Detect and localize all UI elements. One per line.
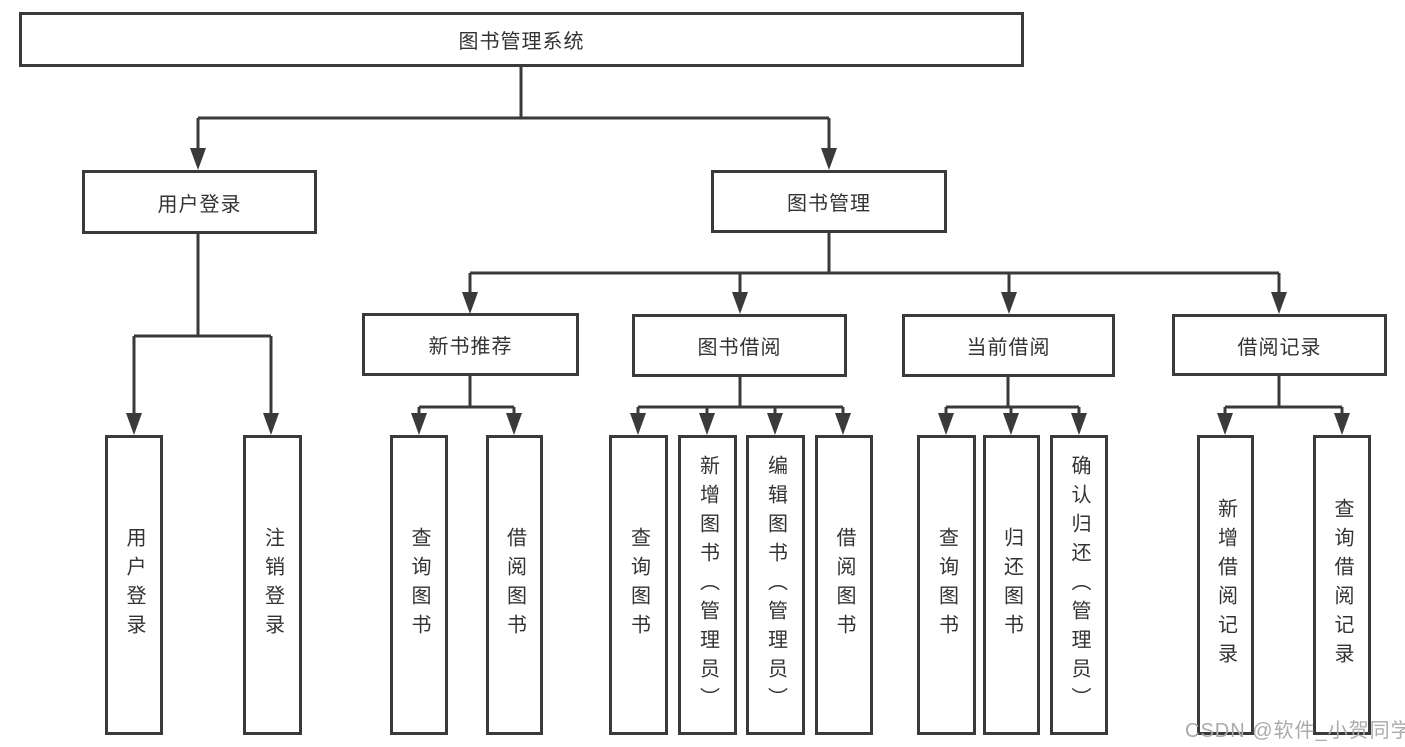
leaf-return-books: 归还图书 — [983, 435, 1040, 735]
leaf-confirm-return-admin-label: 确认归还（管理员） — [1068, 454, 1090, 716]
leaf-borrow-books-2-label: 借阅图书 — [833, 527, 855, 643]
leaf-edit-books-admin-label: 编辑图书（管理员） — [764, 454, 787, 716]
leaf-add-borrow-record-label: 新增借阅记录 — [1214, 498, 1237, 672]
leaf-borrow-books-2: 借阅图书 — [815, 435, 873, 735]
node-book-borrow: 图书借阅 — [632, 314, 847, 377]
leaf-borrow-books-1: 借阅图书 — [486, 435, 543, 735]
leaf-query-books-3-label: 查询图书 — [935, 527, 958, 643]
node-book-management: 图书管理 — [711, 170, 947, 233]
leaf-borrow-books-1-label: 借阅图书 — [503, 527, 526, 643]
leaf-user-login-label: 用户登录 — [123, 527, 145, 643]
leaf-edit-books-admin: 编辑图书（管理员） — [746, 435, 805, 735]
leaf-confirm-return-admin: 确认归还（管理员） — [1050, 435, 1108, 735]
leaf-query-borrow-record-label: 查询借阅记录 — [1331, 498, 1353, 672]
leaf-add-books-admin-label: 新增图书（管理员） — [696, 454, 719, 716]
node-current-borrow: 当前借阅 — [902, 314, 1115, 377]
node-root-label: 图书管理系统 — [458, 31, 585, 53]
node-book-borrow-label: 图书借阅 — [697, 337, 782, 359]
leaf-query-borrow-record: 查询借阅记录 — [1313, 435, 1371, 735]
node-book-management-label: 图书管理 — [787, 193, 871, 215]
leaf-query-books-2-label: 查询图书 — [627, 527, 650, 643]
node-borrow-records: 借阅记录 — [1172, 314, 1387, 376]
node-new-book-recommend: 新书推荐 — [362, 313, 579, 376]
leaf-user-login: 用户登录 — [105, 435, 163, 735]
leaf-query-books-2: 查询图书 — [609, 435, 668, 735]
connector-lines — [132, 67, 1344, 418]
csdn-watermark: CSDN @软件_小贺同学 — [1185, 720, 1405, 742]
node-new-book-recommend-label: 新书推荐 — [428, 336, 513, 358]
node-user-login: 用户登录 — [82, 170, 317, 234]
leaf-logout: 注销登录 — [243, 435, 302, 735]
leaf-query-books-3: 查询图书 — [917, 435, 976, 735]
leaf-query-books-1: 查询图书 — [390, 435, 448, 735]
node-user-login-label: 用户登录 — [157, 193, 242, 216]
node-root: 图书管理系统 — [19, 12, 1024, 67]
leaf-add-borrow-record: 新增借阅记录 — [1197, 435, 1254, 735]
leaf-add-books-admin: 新增图书（管理员） — [678, 435, 737, 735]
leaf-logout-label: 注销登录 — [261, 527, 284, 643]
node-current-borrow-label: 当前借阅 — [966, 337, 1051, 359]
leaf-return-books-label: 归还图书 — [1000, 527, 1023, 643]
leaf-query-books-1-label: 查询图书 — [408, 527, 430, 643]
node-borrow-records-label: 借阅记录 — [1237, 336, 1322, 359]
